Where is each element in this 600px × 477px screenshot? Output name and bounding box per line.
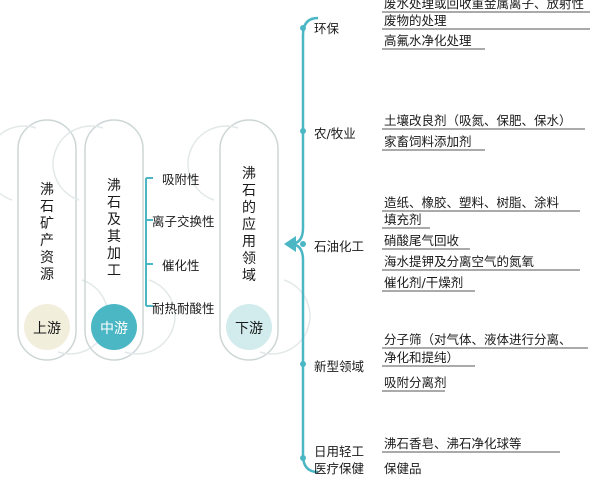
field-environment-item-1: 废水处理或回收重金属离子、放射性	[384, 0, 585, 11]
field-environment-item-2: 废物的处理	[384, 13, 447, 28]
field-new-materials: 新型领域	[314, 359, 365, 374]
upstream-circle	[24, 304, 70, 350]
midstream-pill	[52, 119, 176, 361]
downstream-title: 沸石的应用领域	[242, 166, 256, 284]
field-daily-use-item-2: 保健品	[384, 461, 422, 476]
field-petrochemical-item-2: 填充剂	[384, 212, 422, 227]
field-agriculture: 农/牧业	[314, 126, 356, 141]
field-agriculture-item-1: 土壤改良剂（吸氮、保肥、保水）	[384, 113, 572, 128]
property-heat-acid-resistance: 耐热耐酸性	[152, 301, 215, 316]
field-petrochemical-item-3: 硝酸尾气回收	[384, 233, 460, 248]
field-agriculture-item-2: 家畜饲料添加剂	[384, 134, 472, 149]
property-ion-exchange: 离子交换性	[152, 214, 215, 229]
midstream-label: 中游	[100, 321, 128, 337]
midstream-circle	[91, 304, 137, 350]
field-daily-use-item-1: 沸石香皂、沸石净化球等	[384, 436, 522, 451]
midstream-title: 沸石及其加工	[107, 178, 121, 279]
upstream-title: 沸石矿产资源	[40, 182, 54, 283]
field-petrochemical: 石油化工	[314, 239, 365, 254]
fields-bracket	[284, 16, 319, 474]
downstream-pill	[187, 119, 311, 361]
property-adsorption: 吸附性	[162, 172, 200, 187]
downstream-label: 下游	[235, 321, 263, 337]
field-separators	[382, 11, 590, 453]
field-healthcare: 医疗保健	[314, 461, 365, 476]
field-environment-item-3: 高氟水净化处理	[384, 33, 472, 48]
field-new-materials-item-2: 净化和提纯）	[384, 350, 460, 365]
downstream-circle	[226, 304, 272, 350]
upstream-label: 上游	[33, 321, 61, 337]
field-environment: 环保	[314, 21, 340, 36]
field-daily-use: 日用轻工	[314, 444, 365, 459]
field-petrochemical-item-4: 海水提钾及分离空气的氮氧	[384, 254, 535, 269]
field-petrochemical-item-1: 造纸、橡胶、塑料、树脂、涂料	[384, 195, 560, 210]
property-catalytic: 催化性	[162, 258, 200, 273]
field-new-materials-item-3: 吸附分离剂	[384, 375, 447, 390]
field-petrochemical-item-5: 催化剂/干燥剂	[384, 275, 464, 290]
field-new-materials-item-1: 分子筛（对气体、液体进行分离、	[384, 332, 572, 347]
properties-connector	[145, 177, 153, 307]
